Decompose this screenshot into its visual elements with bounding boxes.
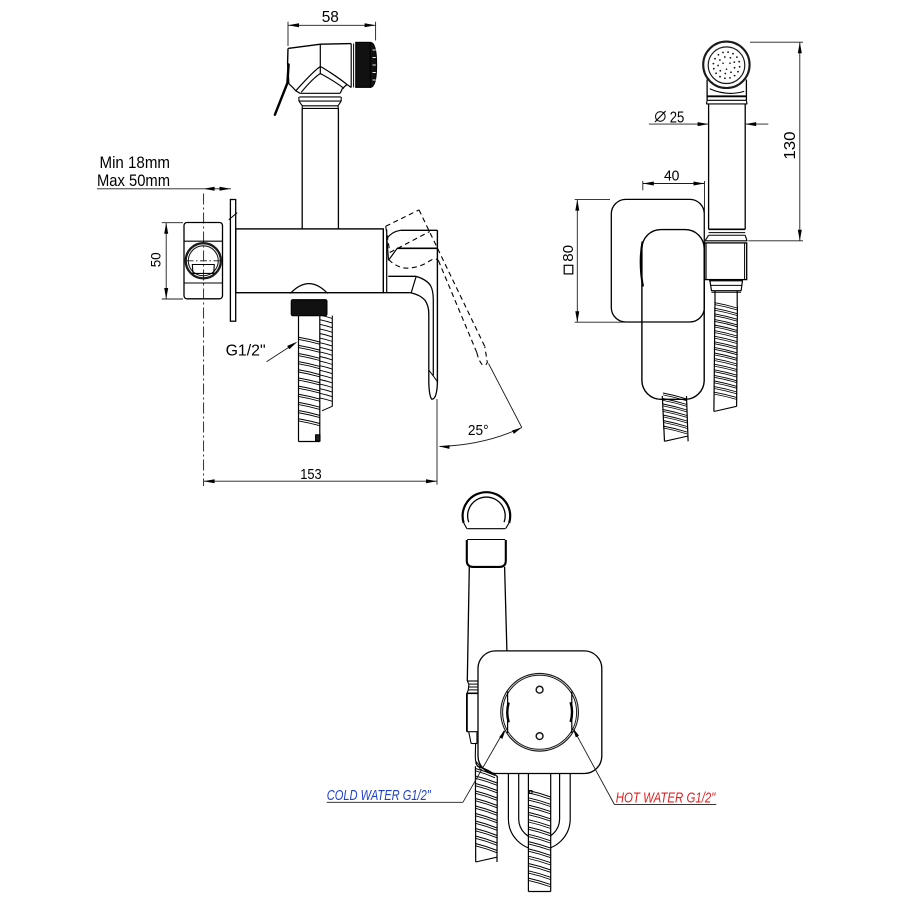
svg-text:153: 153 [300,466,321,483]
svg-text:50: 50 [148,252,164,267]
svg-text:Min 18mm: Min 18mm [100,153,171,172]
svg-text:80: 80 [560,245,577,262]
svg-text:HOT WATER G1/2": HOT WATER G1/2" [616,791,716,807]
svg-text:130: 130 [782,131,799,159]
svg-text:Max 50mm: Max 50mm [97,171,170,190]
svg-text:40: 40 [664,167,680,184]
svg-text:58: 58 [322,9,339,26]
svg-text:COLD WATER G1/2": COLD WATER G1/2" [327,788,432,804]
svg-text:G1/2": G1/2" [226,343,266,360]
svg-text:25: 25 [670,109,685,126]
svg-text:25°: 25° [468,423,489,439]
